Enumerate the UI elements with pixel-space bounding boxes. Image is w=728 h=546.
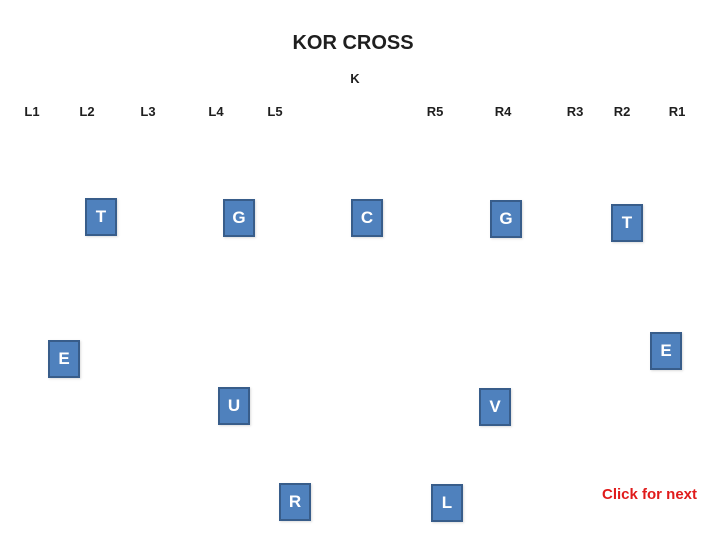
key-letter: K [350,71,360,86]
letter-tile[interactable]: G [223,199,255,237]
letter-tile[interactable]: U [218,387,250,425]
letter-tile[interactable]: C [351,199,383,237]
column-label-R3: R3 [566,104,584,119]
column-label-R4: R4 [494,104,512,119]
letter-tile[interactable]: L [431,484,463,522]
letter-tile[interactable]: G [490,200,522,238]
column-label-L2: L2 [79,104,95,119]
letter-tile[interactable]: V [479,388,511,426]
letter-tile[interactable]: T [85,198,117,236]
letter-tile[interactable]: E [48,340,80,378]
letter-tile[interactable]: R [279,483,311,521]
column-label-R2: R2 [613,104,631,119]
column-label-R1: R1 [668,104,686,119]
column-label-R5: R5 [426,104,444,119]
letter-tile[interactable]: E [650,332,682,370]
column-label-L3: L3 [140,104,156,119]
column-label-L1: L1 [24,104,40,119]
slide-title: KOR CROSS [292,32,414,54]
letter-tile[interactable]: T [611,204,643,242]
click-for-next-button[interactable]: Click for next [602,486,698,503]
column-label-L5: L5 [267,104,283,119]
column-label-L4: L4 [208,104,224,119]
